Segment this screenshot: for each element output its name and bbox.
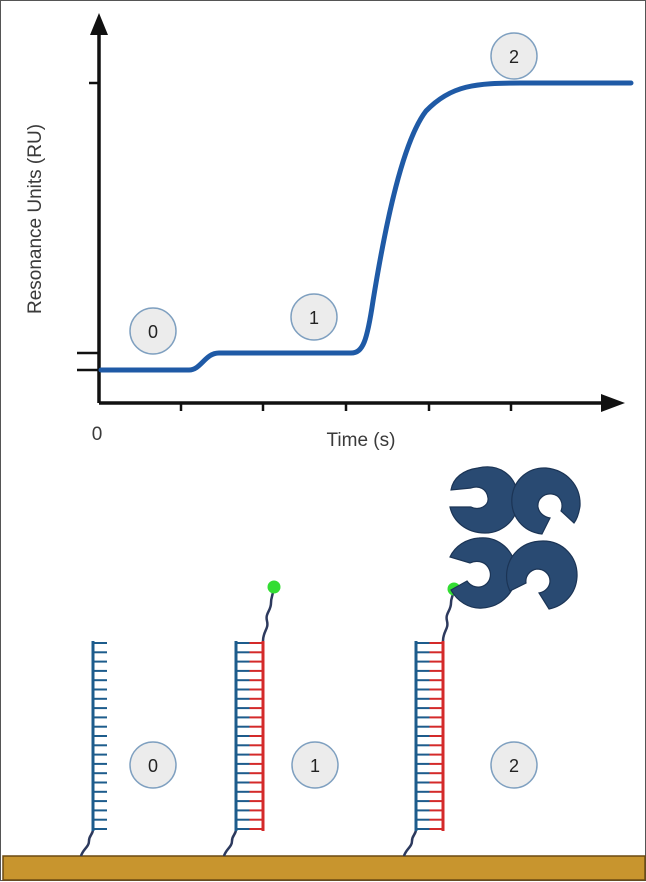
- svg-text:0: 0: [148, 322, 158, 342]
- x-origin-label: 0: [92, 424, 103, 445]
- protein-subunit-top-right: [511, 467, 581, 535]
- fluorophore-stage-1: [267, 580, 281, 594]
- schematic-stage-0-marker: 0: [129, 741, 177, 789]
- duplex-stage-2: [402, 582, 461, 857]
- graph-stage-1-marker: 1: [290, 293, 338, 341]
- protein-tetramer: [449, 466, 581, 610]
- x-axis-label: Time (s): [327, 430, 396, 451]
- protein-subunit-bottom-right: [505, 540, 578, 610]
- graph-stage-2-marker: 2: [490, 32, 538, 80]
- svg-text:2: 2: [509, 47, 519, 67]
- x-axis-arrow: [601, 394, 625, 412]
- y-axis-arrow: [90, 13, 108, 35]
- svg-text:1: 1: [309, 308, 319, 328]
- schematic-stage-1-marker: 1: [291, 741, 339, 789]
- target-linker-stage-1: [261, 590, 275, 642]
- protein-subunit-top-left: [449, 466, 519, 534]
- graph-stage-0-marker: 0: [129, 307, 177, 355]
- schematic: 0 1 2: [2, 466, 646, 881]
- schematic-stage-2-marker: 2: [490, 741, 538, 789]
- sensor-surface: [2, 855, 646, 881]
- svg-text:1: 1: [310, 756, 320, 776]
- probe-strand-stage-0: [79, 641, 107, 857]
- svg-text:2: 2: [509, 756, 519, 776]
- y-axis-label: Resonance Units (RU): [25, 124, 46, 314]
- target-linker-stage-2: [441, 592, 455, 642]
- svg-text:0: 0: [148, 756, 158, 776]
- sensorgram: Resonance Units (RU) Time (s) 0 0 1 2: [25, 13, 634, 451]
- binding-curve: [98, 80, 634, 373]
- duplex-stage-1: [222, 580, 281, 857]
